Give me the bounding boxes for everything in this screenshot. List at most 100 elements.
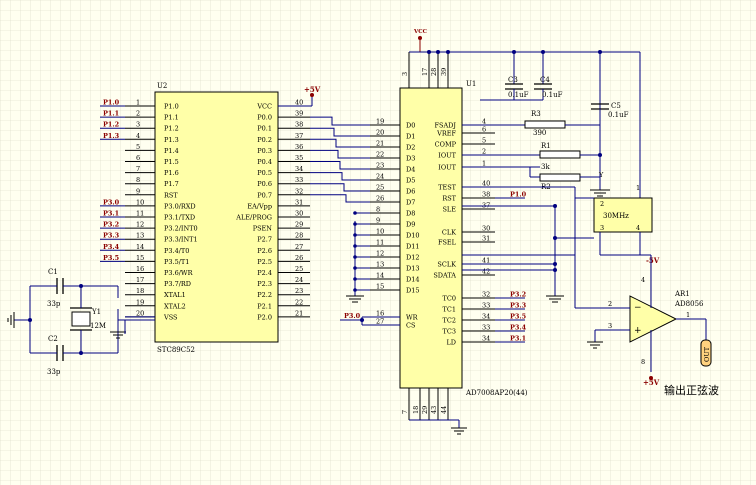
c5-ref: C5 <box>611 102 621 110</box>
u1-part: AD7008AP20(44) <box>465 389 528 397</box>
svg-text:−: − <box>634 303 642 313</box>
u1-pin-name: SCLK <box>437 261 456 269</box>
u2-pin-name: P3.1/TXD <box>164 214 195 222</box>
u1-pin-name: IOUT <box>438 152 456 160</box>
u1-bottom-ground <box>409 419 467 435</box>
u2-pin-name: EA/Vpp <box>247 202 272 210</box>
c4-value: 0.1uF <box>542 91 563 99</box>
u2-pin-name: P2.6 <box>257 247 272 255</box>
p0-data-wire <box>310 172 370 181</box>
u1-pin-name: D13 <box>406 265 419 273</box>
u1-pin-name: CLK <box>442 229 456 237</box>
u2-pin-number: 39 <box>295 110 303 118</box>
u2-pin-name: XTAL2 <box>164 302 186 310</box>
net-label: P3.2 <box>510 291 526 299</box>
net-label: P3.0 <box>103 198 120 206</box>
p0-data-wire <box>310 116 370 126</box>
u2-pin-name: P2.0 <box>257 313 272 321</box>
u2-pin-name: VCC <box>256 103 272 111</box>
u2-pin-name: P3.3/INT1 <box>164 236 198 244</box>
u1-pin-number: 24 <box>376 173 384 181</box>
u1-pin-number: 16 <box>376 310 384 318</box>
net-label: P1.1 <box>103 110 119 118</box>
u2-pin-number: 2 <box>136 110 140 118</box>
r3-ref: R3 <box>531 110 541 118</box>
svg-text:Y: Y <box>598 171 604 179</box>
u1-bottom-pin-number: 29 <box>421 406 429 414</box>
u2-pin-number: 12 <box>136 221 144 229</box>
u2-pin-name: P3.6/WR <box>164 269 194 277</box>
u2-pin-number: 4 <box>136 132 140 140</box>
u2-pin-number: 37 <box>295 132 303 140</box>
u1-pin-name: RST <box>442 195 456 203</box>
out-port: OUT <box>700 339 712 367</box>
u2-pin-number: 21 <box>295 309 303 317</box>
u1-pin-name: SDATA <box>433 272 456 280</box>
u2-vcc-supply: +5V <box>278 85 321 107</box>
net-label: P3.1 <box>510 335 526 343</box>
u2-pin-name: P3.4/T0 <box>164 247 189 255</box>
u1-pin-number: 27 <box>376 318 384 326</box>
svg-text:1: 1 <box>686 311 690 319</box>
net-label: P3.3 <box>510 302 527 310</box>
u1-pin-number: 31 <box>482 235 490 243</box>
u1-pin-number: 5 <box>482 137 486 145</box>
u1-pin-number: 4 <box>482 118 486 126</box>
u2-pin-name: P3.2/INT0 <box>164 225 198 233</box>
r1-ref: R1 <box>541 142 551 150</box>
u2-pin-number: 26 <box>295 254 303 262</box>
u2-pin-number: 9 <box>136 187 140 195</box>
u1-pin-name: D11 <box>406 243 419 251</box>
u1-pin-number: 19 <box>376 118 384 126</box>
u1-pin-name: D12 <box>406 254 419 262</box>
u1-pin-number: 34 <box>482 313 490 321</box>
u1-top-pin-number: 3 <box>401 72 409 76</box>
u1-top-pin-number: 39 <box>440 68 448 76</box>
u1-pin-name: IOUT <box>438 164 456 172</box>
oscillator-30mhz: 30MHz 1 2 3 4 Y <box>555 171 653 255</box>
u1-pin-number: 41 <box>482 257 490 265</box>
u1-databus-ground <box>346 221 364 303</box>
svg-text:33p: 33p <box>47 368 61 376</box>
u2-pin-name: P1.3 <box>164 136 179 144</box>
svg-text:4: 4 <box>641 276 645 284</box>
output-caption: 输出正弦波 <box>664 383 719 397</box>
svg-text:C2: C2 <box>48 335 58 343</box>
u2-pin-number: 15 <box>136 254 144 262</box>
u1-pin-number: 42 <box>482 268 490 276</box>
svg-text:2: 2 <box>600 200 604 208</box>
u2-pin-number: 31 <box>295 198 303 206</box>
svg-text:8: 8 <box>641 358 645 366</box>
u2-pin-name: P0.5 <box>257 169 272 177</box>
u1-pin-number: 33 <box>482 324 490 332</box>
u1-pin-number: 23 <box>376 162 384 170</box>
out-label: OUT <box>703 346 711 362</box>
u2-pin-name: P1.0 <box>164 103 179 111</box>
u1-pin-number: 15 <box>376 283 384 291</box>
u2-pin-number: 6 <box>136 154 140 162</box>
wr-cs-net: P3.0 <box>344 312 361 320</box>
u1-pin-name: CS <box>406 322 415 330</box>
u2-pin-name: P0.4 <box>257 158 272 166</box>
net-label: P3.5 <box>103 254 120 262</box>
u1-pin-name: LD <box>446 339 456 347</box>
c3-value: 0.1uF <box>508 91 529 99</box>
resistor-r3: R3 390 <box>462 110 600 137</box>
svg-text:33p: 33p <box>47 300 61 308</box>
svg-text:C1: C1 <box>48 268 58 276</box>
u1-pin-number: 33 <box>482 302 490 310</box>
u2-pin-number: 32 <box>295 187 303 195</box>
plus5-opamp-label: +5V <box>643 378 660 387</box>
svg-text:3: 3 <box>600 224 604 232</box>
u2-pin-name: P2.7 <box>257 236 272 244</box>
u2-mcu: U2 STC89C52 <box>154 82 279 354</box>
u2-pin-number: 38 <box>295 121 303 129</box>
net-label: P1.0 <box>103 99 120 107</box>
u2-pin-number: 30 <box>295 210 303 218</box>
u2-pin-number: 20 <box>136 309 144 317</box>
p0-data-wire <box>310 149 370 159</box>
u1-pin-name: D5 <box>406 177 415 185</box>
net-label: P1.0 <box>510 191 527 199</box>
